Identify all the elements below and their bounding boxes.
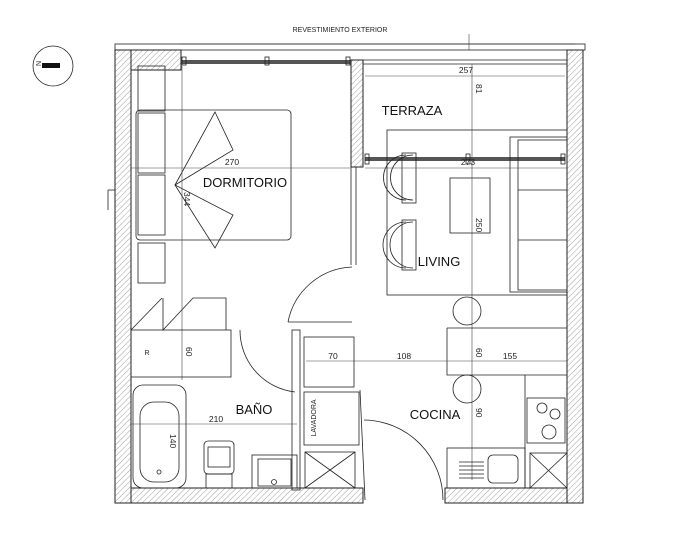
terraza-width-dim: 257 (459, 65, 473, 75)
closet (130, 329, 232, 378)
hall-width-dim: 108 (397, 351, 411, 361)
washing-machine (303, 391, 360, 446)
washbasin (251, 454, 298, 489)
sofa (509, 136, 568, 293)
svg-text:N: N (36, 61, 43, 66)
room-label-bano: BAÑO (236, 402, 273, 417)
north-compass-icon: N (32, 45, 74, 87)
wardrobe (137, 65, 166, 284)
bed (135, 109, 292, 249)
bathtub-dim: 140 (168, 434, 178, 448)
coffee-table (449, 177, 491, 234)
kitchen-depth-dim: 90 (474, 408, 484, 418)
fridge (529, 452, 568, 489)
dorm-width-dim: 270 (225, 157, 239, 167)
bedroom-window (181, 56, 351, 66)
living-width-dim: 273 (461, 157, 475, 167)
kitchen-width-dim: 155 (503, 351, 517, 361)
shaft (304, 451, 356, 489)
bath-width-dim: 210 (209, 414, 223, 424)
closet-r-label: R (144, 350, 149, 357)
terrace-sliding-door[interactable] (363, 59, 567, 165)
room-label-living: LIVING (418, 254, 461, 269)
exterior-label: REVESTIMIENTO EXTERIOR (293, 27, 388, 34)
stool (452, 374, 482, 404)
bedroom-door[interactable] (287, 266, 353, 323)
bathroom-door[interactable] (239, 329, 296, 393)
terraza-depth-dim: 81 (474, 84, 484, 94)
room-label-dormitorio: DORMITORIO (203, 175, 287, 190)
cooktop (526, 397, 566, 444)
kitchen-bar-dim: 60 (474, 348, 484, 358)
stool (452, 296, 482, 326)
living-depth-dim: 250 (474, 218, 484, 232)
bathtub (132, 384, 187, 489)
entrance-door[interactable] (363, 419, 444, 501)
dorm-depth-dim: 344 (182, 192, 192, 206)
walls (107, 43, 586, 504)
water-heater (303, 336, 355, 388)
armchairs (382, 152, 417, 271)
room-label-terraza: TERRAZA (382, 103, 443, 118)
lav-width-dim: 70 (328, 351, 338, 361)
dish-drainer (459, 461, 484, 479)
lavadora-label: LAVADORA (311, 399, 318, 436)
sink (487, 454, 519, 484)
sink-counter (446, 447, 526, 489)
closet-depth-dim: 60 (184, 347, 194, 357)
toilet (203, 440, 235, 489)
room-label-cocina: COCINA (410, 407, 461, 422)
